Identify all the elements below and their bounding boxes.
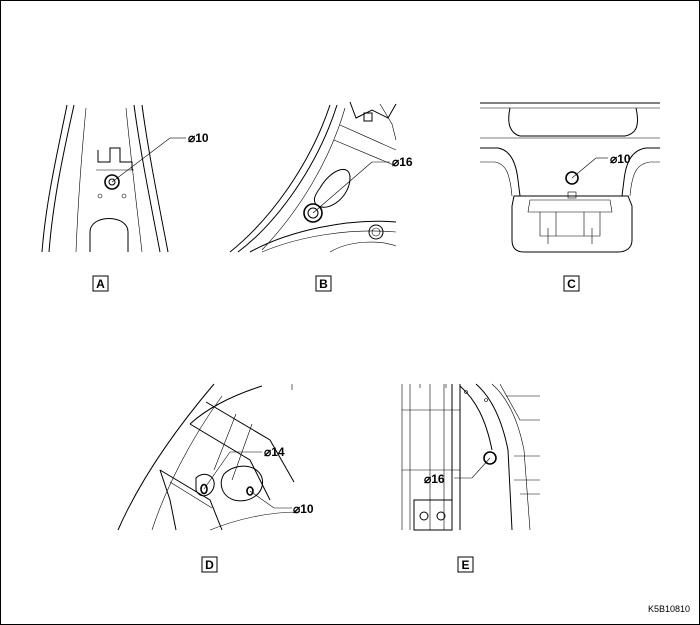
view-b-diameter-label: ⌀16: [392, 155, 413, 169]
view-d-drawing: [117, 383, 301, 531]
view-c-label: C: [567, 277, 576, 291]
view-d-label: D: [205, 558, 214, 572]
view-d-diameter-10-label: ⌀10: [293, 502, 314, 516]
view-e-label: E: [461, 558, 469, 572]
view-d-label-box: [201, 556, 218, 573]
view-a-label: A: [96, 277, 105, 291]
view-e-diameter-label: ⌀16: [424, 472, 445, 486]
view-e-drawing: [401, 383, 540, 531]
figure-code: K5B10810: [648, 604, 690, 614]
view-b-label-box: [315, 275, 332, 292]
view-b-drawing: [229, 101, 397, 253]
view-d-diameter-14-label: ⌀14: [264, 445, 285, 459]
view-c-drawing: [480, 102, 660, 253]
view-c-label-box: [563, 275, 580, 292]
view-a-label-box: [92, 275, 109, 292]
view-a-diameter-label: ⌀10: [188, 131, 209, 145]
view-b-label: B: [319, 277, 328, 291]
view-c-diameter-label: ⌀10: [610, 152, 631, 166]
view-a-drawing: [41, 104, 186, 253]
view-e-label-box: [457, 556, 474, 573]
